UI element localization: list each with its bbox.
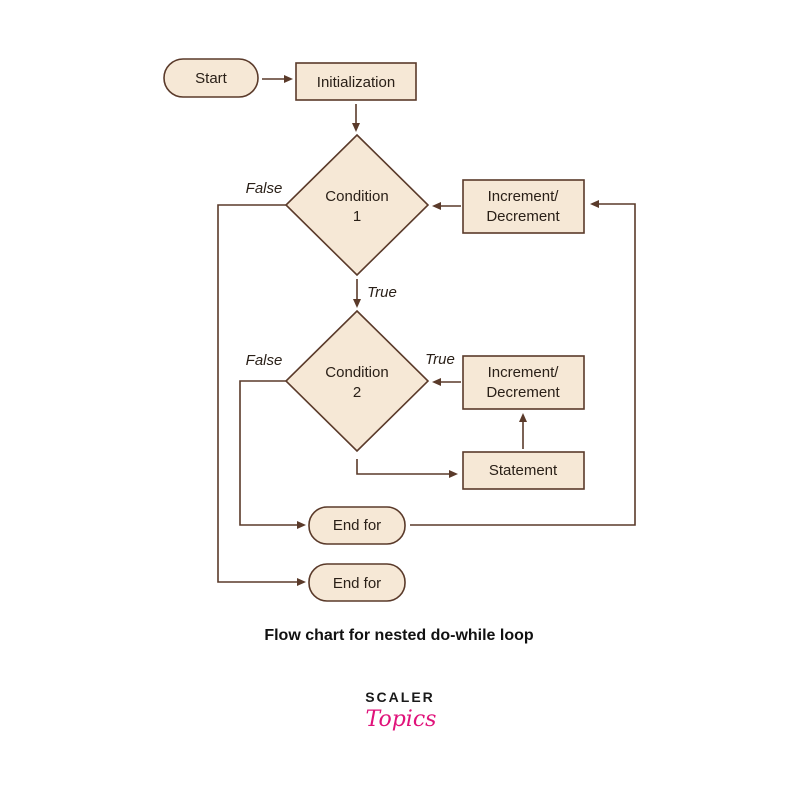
false-label-condition1: False [246,180,283,197]
false-label-condition2: False [246,352,283,369]
arrowhead [590,200,599,208]
arrowhead [353,299,361,308]
arrowhead [432,202,441,210]
arrowhead [432,378,441,386]
caption: Flow chart for nested do-while loop [264,627,534,644]
statement-node [462,451,585,490]
brand-tagline: Topics [366,707,437,732]
end-for-inner-label: End for [333,517,381,534]
start-node [163,58,259,98]
arrowhead [449,470,458,478]
initialization-node [295,62,417,101]
condition2-node [284,309,430,453]
arrow-condition1-false [217,204,298,583]
increment1-label-line1: Increment/ [488,188,560,205]
true-label-condition2: True [425,351,455,368]
arrowhead [284,75,293,83]
arrow-condition2-false [239,380,298,526]
increment2-node [462,355,585,410]
condition1-label-line1: Condition [325,188,388,205]
condition1-node [284,133,430,277]
brand-name: SCALER [365,689,435,705]
true-label-condition1: True [367,284,397,301]
start-label: Start [195,70,228,87]
arrowhead [519,413,527,422]
end-for-outer-node [308,563,406,602]
condition1-label-line2: 1 [353,208,361,225]
condition2-label-line1: Condition [325,364,388,381]
arrowhead [297,578,306,586]
end-for-inner-node [308,506,406,545]
initialization-label: Initialization [317,74,395,91]
increment1-node [462,179,585,234]
increment2-label-line1: Increment/ [488,364,560,381]
condition2-label-line2: 2 [353,384,361,401]
arrow-condition2-to-statement [356,459,450,475]
end-for-outer-label: End for [333,575,381,592]
increment1-label-line2: Decrement [486,208,560,225]
arrowhead [352,123,360,132]
arrowhead [297,521,306,529]
arrow-endfor-to-increment1 [410,203,636,526]
statement-label: Statement [489,462,558,479]
increment2-label-line2: Decrement [486,384,560,401]
